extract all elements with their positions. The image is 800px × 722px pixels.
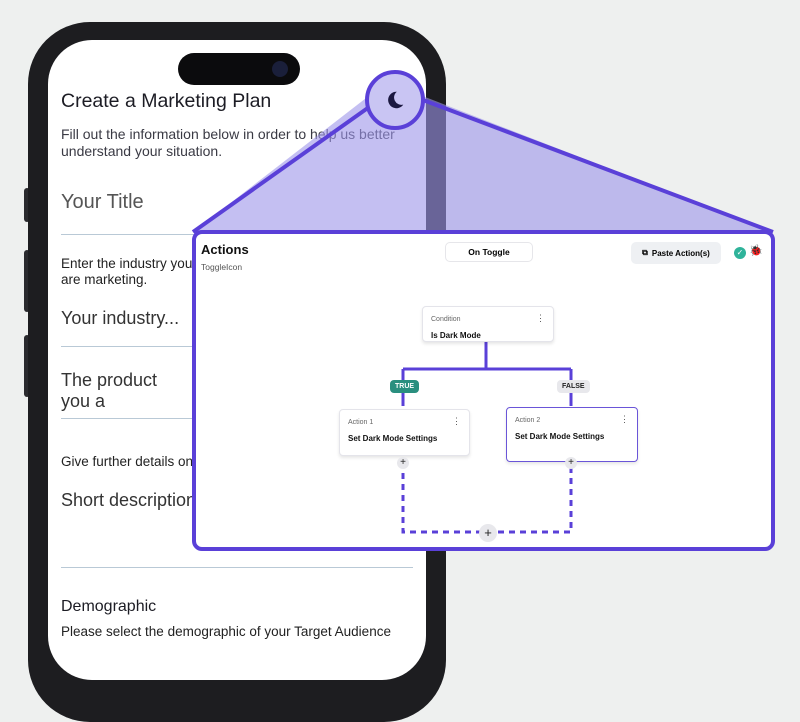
demographic-heading: Demographic <box>61 598 157 615</box>
camera-icon <box>272 61 288 77</box>
phone-action-button <box>24 188 30 222</box>
details-label: Give further details on <box>61 454 194 469</box>
industry-label: Enter the industry you are marketing. <box>61 256 193 287</box>
industry-input[interactable]: Your industry... <box>61 308 180 328</box>
moon-icon <box>388 91 404 109</box>
divider <box>61 567 413 568</box>
more-icon[interactable]: ⋮ <box>536 313 545 323</box>
flow-connectors <box>401 341 573 534</box>
true-badge: TRUE <box>390 380 420 393</box>
title-input[interactable]: Your Title <box>61 191 144 213</box>
phone-volume-down <box>24 335 30 397</box>
paste-label: Paste Action(s) <box>651 248 710 258</box>
check-icon: ✓ <box>734 247 746 259</box>
dynamic-island <box>178 53 300 85</box>
more-icon[interactable]: ⋮ <box>452 416 461 426</box>
bug-icon[interactable]: 🐞 <box>749 245 763 257</box>
node-kind: Action 2 <box>515 417 541 424</box>
toggle-icon-button[interactable] <box>365 70 425 130</box>
product-input[interactable]: The product you a <box>61 370 158 411</box>
page-title: Create a Marketing Plan <box>61 90 272 112</box>
node-kind: Condition <box>431 316 461 323</box>
action-node-1[interactable]: Action 1 Set Dark Mode Settings ⋮ <box>339 409 470 456</box>
actions-panel: Actions ToggleIcon On Toggle ⧉Paste Acti… <box>192 230 775 551</box>
node-kind: Action 1 <box>348 419 374 426</box>
paste-actions-button[interactable]: ⧉Paste Action(s) <box>631 242 721 264</box>
node-value: Is Dark Mode <box>431 331 481 340</box>
false-badge: FALSE <box>557 380 590 393</box>
actions-subtitle: ToggleIcon <box>201 262 243 272</box>
node-value: Set Dark Mode Settings <box>515 432 605 441</box>
actions-title: Actions <box>201 242 249 257</box>
add-merge-action-button[interactable]: + <box>479 524 497 542</box>
phone-volume-up <box>24 250 30 312</box>
add-action-button[interactable]: + <box>397 457 409 469</box>
more-icon[interactable]: ⋮ <box>620 414 629 424</box>
zoom-callout <box>191 95 774 234</box>
add-action-button[interactable]: + <box>565 457 577 469</box>
trigger-selector[interactable]: On Toggle <box>445 242 533 262</box>
page-subtitle: Fill out the information below in order … <box>61 126 395 159</box>
action-node-2[interactable]: Action 2 Set Dark Mode Settings ⋮ <box>506 407 638 462</box>
condition-node[interactable]: Condition Is Dark Mode ⋮ <box>422 306 554 342</box>
copy-icon: ⧉ <box>642 248 648 257</box>
description-input[interactable]: Short description <box>61 490 197 510</box>
node-value: Set Dark Mode Settings <box>348 434 438 443</box>
